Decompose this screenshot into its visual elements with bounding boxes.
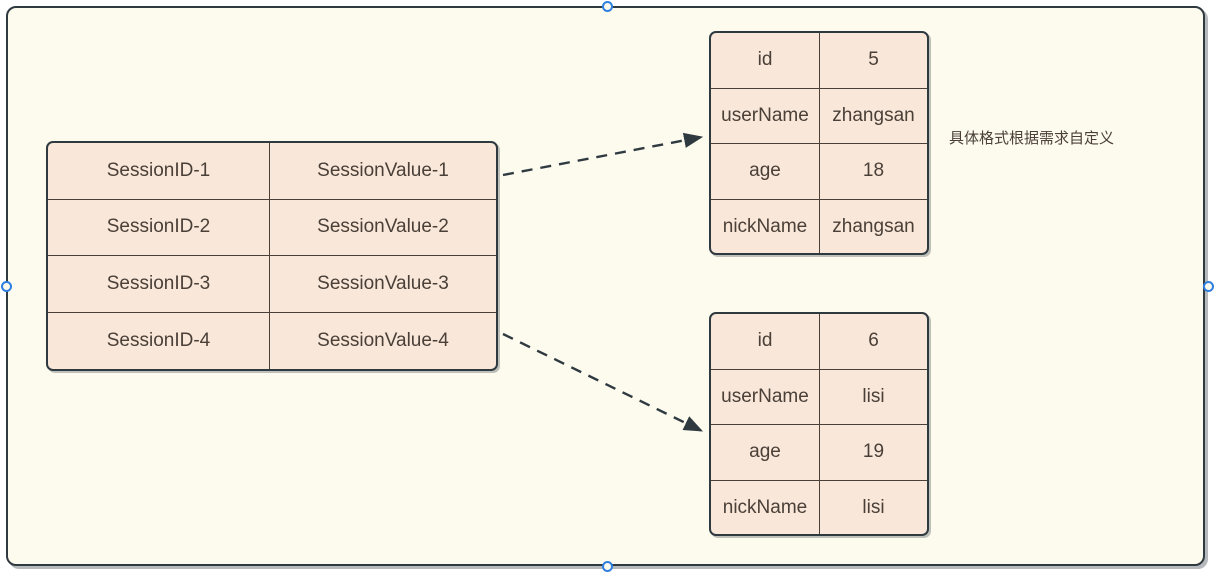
session-value-cell: SessionValue-4 — [317, 329, 449, 351]
session-store-table[interactable]: SessionID-1 SessionValue-1 SessionID-2 S… — [46, 141, 498, 371]
detail-key-cell: userName — [711, 369, 820, 424]
detail-key-cell: age — [711, 425, 820, 480]
detail-value-cell: zhangsan — [832, 104, 915, 126]
table-row[interactable]: SessionID-3 SessionValue-3 — [48, 256, 496, 313]
session-id-cell: SessionID-4 — [48, 312, 270, 369]
table-row[interactable]: SessionID-4 SessionValue-4 — [48, 312, 496, 369]
session-value-cell: SessionValue-1 — [317, 159, 449, 181]
detail-key-cell: id — [711, 314, 820, 369]
table-row[interactable]: SessionID-2 SessionValue-2 — [48, 199, 496, 256]
annotation-note: 具体格式根据需求自定义 — [949, 130, 1115, 147]
table-row[interactable]: SessionID-1 SessionValue-1 — [48, 143, 496, 200]
detail-value-cell: lisi — [862, 497, 885, 519]
session-value-cell: SessionValue-2 — [317, 216, 449, 238]
resize-handle-right[interactable] — [1203, 281, 1214, 292]
session-value-detail-table-2[interactable]: id 6 userName lisi age 19 nickName lisi — [709, 312, 929, 536]
detail-key-cell: nickName — [711, 480, 820, 534]
table-row[interactable]: id 6 — [711, 314, 927, 370]
detail-value-cell: 19 — [862, 441, 885, 463]
table-row[interactable]: age 18 — [711, 144, 927, 200]
detail-value-cell: zhangsan — [832, 216, 915, 238]
detail-key-cell: age — [711, 144, 820, 199]
table-row[interactable]: userName zhangsan — [711, 88, 927, 144]
table-row[interactable]: userName lisi — [711, 369, 927, 425]
detail-value-cell: 6 — [868, 330, 879, 352]
detail-key-cell: id — [711, 33, 820, 88]
detail-key-cell: userName — [711, 88, 820, 143]
table-row[interactable]: id 5 — [711, 33, 927, 89]
session-value-cell: SessionValue-3 — [317, 272, 449, 294]
session-value-detail-table-1[interactable]: id 5 userName zhangsan age 18 nickName z… — [709, 31, 929, 255]
resize-handle-left[interactable] — [1, 281, 12, 292]
session-id-cell: SessionID-2 — [48, 199, 270, 255]
table-row[interactable]: age 19 — [711, 425, 927, 481]
detail-key-cell: nickName — [711, 199, 820, 253]
table-row[interactable]: nickName lisi — [711, 480, 927, 534]
resize-handle-top[interactable] — [602, 1, 613, 12]
session-id-cell: SessionID-1 — [48, 143, 270, 199]
table-row[interactable]: nickName zhangsan — [711, 199, 927, 253]
detail-value-cell: lisi — [862, 385, 885, 407]
detail-value-cell: 5 — [868, 49, 879, 71]
detail-value-cell: 18 — [862, 160, 885, 182]
session-id-cell: SessionID-3 — [48, 256, 270, 312]
resize-handle-bottom[interactable] — [602, 561, 613, 572]
